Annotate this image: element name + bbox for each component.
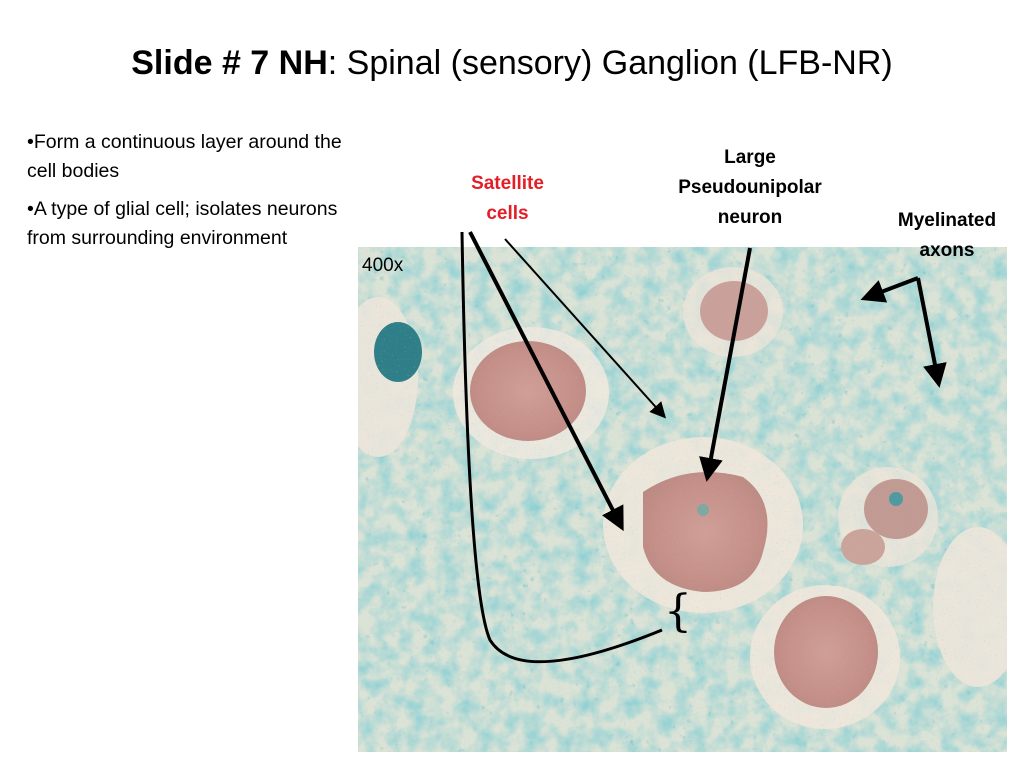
micrograph-image [358,247,1007,752]
bullet-item: •Form a continuous layer around the cell… [27,131,342,182]
bullet-item: •A type of glial cell; isolates neurons … [27,198,338,249]
magnification-label: 400x [362,255,404,276]
slide-title-rest: : Spinal (sensory) Ganglion (LFB-NR) [327,44,893,82]
satellite-cells-label: Satellite cells [471,173,544,224]
slide-title: Slide # 7 NH: Spinal (sensory) Ganglion … [0,44,1024,83]
myelinated-axons-label: Myelinated axons [897,210,997,261]
bullet-list: •Form a continuous layer around the cell… [27,128,347,262]
micrograph-drawing [358,247,1007,752]
brace-glyph: { [664,586,692,637]
slide-title-bold: Slide # 7 NH [131,44,328,82]
neuron-label: Large Pseudounipolar neuron [678,147,822,228]
